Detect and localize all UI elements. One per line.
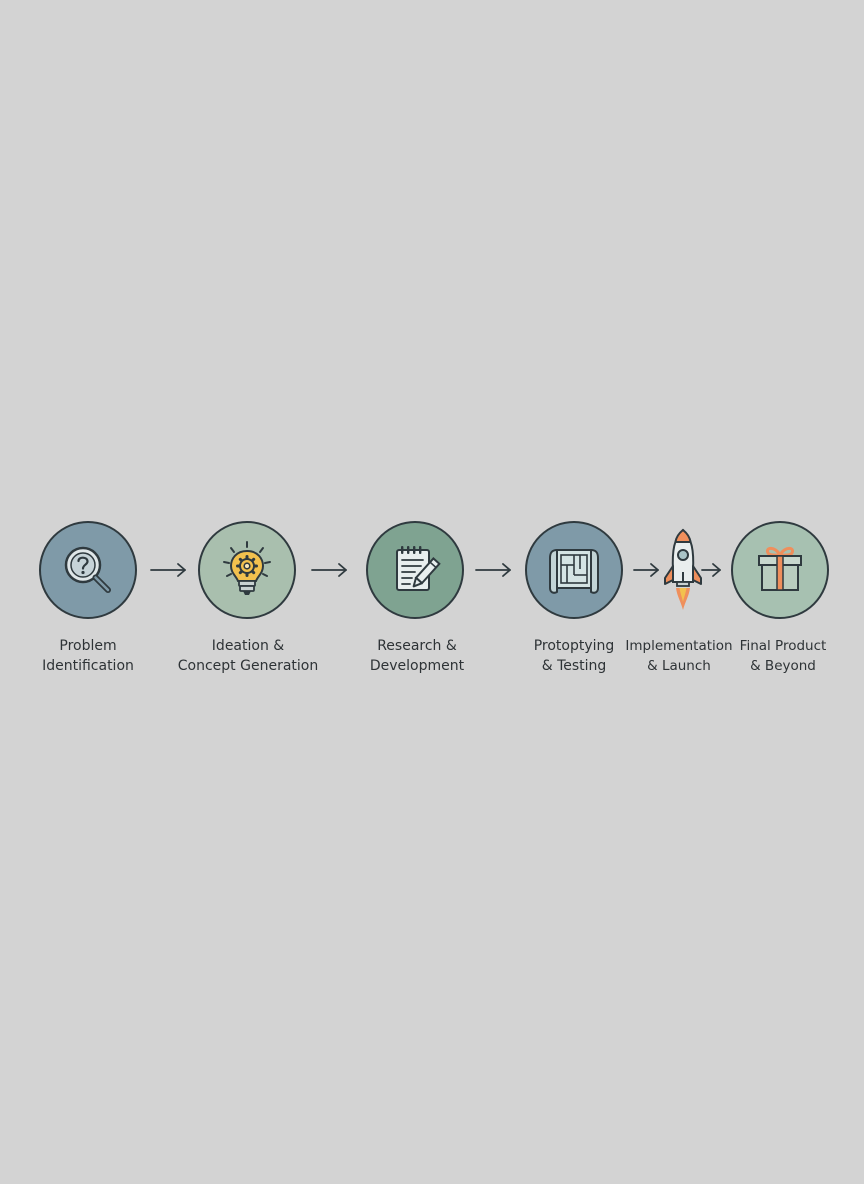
step-4-label-line-1: Protoptying <box>533 638 615 654</box>
step-3-label: Research & Development <box>337 636 497 676</box>
step-2-label-line-1: Ideation & <box>211 638 285 654</box>
arrow-4 <box>633 563 659 577</box>
step-4-label: Protoptying & Testing <box>494 636 654 676</box>
magnifier-question-icon <box>64 546 111 593</box>
rocket-icon <box>664 528 702 610</box>
arrow-2 <box>311 563 347 577</box>
step-6-label-line-1: Final Product <box>739 638 827 654</box>
step-5-label: Implementation & Launch <box>599 636 759 676</box>
step-5-label-line-1: Implementation <box>625 638 733 654</box>
gift-box-icon <box>758 546 802 591</box>
notepad-pencil-icon <box>396 546 441 591</box>
step-2-label: Ideation & Concept Generation <box>168 636 328 676</box>
arrow-1 <box>150 563 186 577</box>
blueprint-scroll-icon <box>549 549 599 594</box>
step-2-circle <box>198 521 296 619</box>
step-3-label-line-1: Research & <box>377 638 457 654</box>
step-3-circle <box>366 521 464 619</box>
step-1-circle <box>39 521 137 619</box>
step-5-rocket <box>657 524 709 616</box>
step-6-label: Final Product & Beyond <box>727 636 839 676</box>
arrow-5 <box>701 563 721 577</box>
step-4-circle <box>525 521 623 619</box>
arrow-3 <box>475 563 511 577</box>
step-1-label: Problem Identification <box>8 636 168 676</box>
step-6-circle <box>731 521 829 619</box>
step-1-label-line-1: Problem <box>59 638 117 654</box>
step-5-label-line-2: & Launch <box>647 658 711 674</box>
step-4-label-line-2: & Testing <box>541 658 607 674</box>
step-2-label-line-2: Concept Generation <box>177 658 319 674</box>
step-6-label-line-2: & Beyond <box>750 658 816 674</box>
lightbulb-gear-icon <box>223 541 271 595</box>
step-3-label-line-2: Development <box>369 658 465 674</box>
step-1-label-line-2: Identification <box>42 658 134 674</box>
